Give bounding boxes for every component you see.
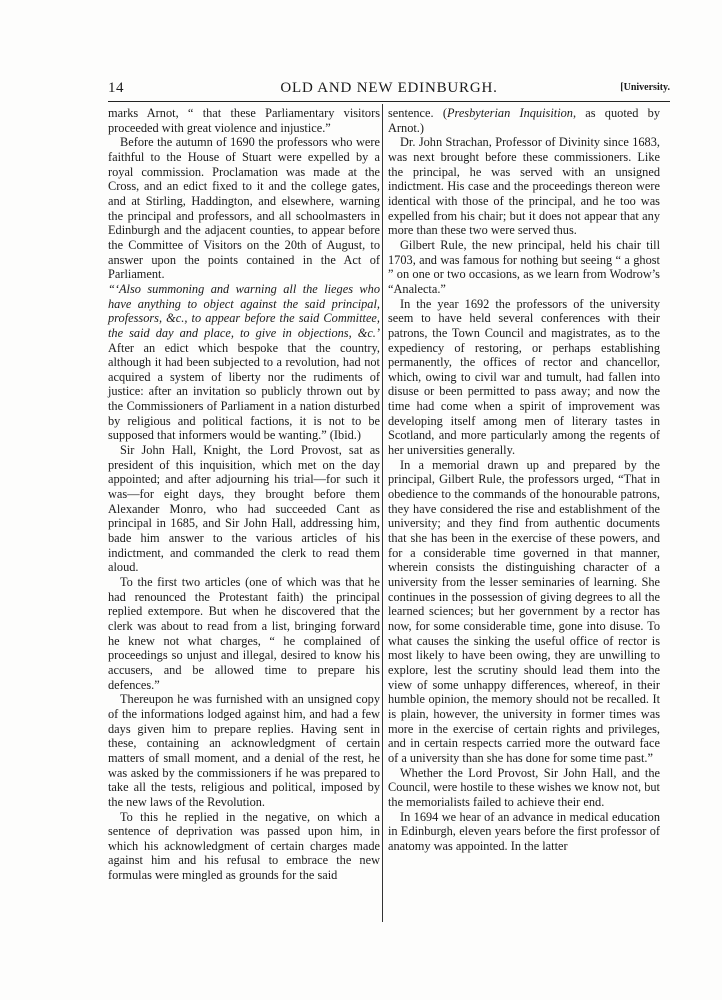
column-divider (382, 104, 383, 922)
text-run: sentence. ( (388, 106, 447, 120)
running-title: OLD AND NEW EDINBURGH. (280, 80, 498, 96)
page-header: 14 OLD AND NEW EDINBURGH. [University. (108, 80, 670, 100)
paragraph: marks Arnot, “ that these Parliamentary … (108, 106, 380, 135)
section-label: [University. (620, 82, 670, 93)
paragraph: Thereupon he was furnished with an unsig… (108, 692, 380, 809)
page-number: 14 (108, 80, 124, 96)
paragraph: In 1694 we hear of an advance in medical… (388, 809, 660, 853)
right-column: sentence. (Presbyterian Inquisition, as … (388, 106, 660, 853)
paragraph: Before the autumn of 1690 the professors… (108, 135, 380, 282)
book-title: Presbyterian Inquisition (446, 106, 573, 120)
text-run: , as quoted by Arnot.) (388, 106, 660, 135)
header-rule (108, 101, 670, 102)
paragraph: Dr. John Strachan, Professor of Divinity… (388, 135, 660, 238)
paragraph: Whether the Lord Provost, Sir John Hall,… (388, 765, 660, 809)
paragraph-quote: “‘Also summoning and warning all the lie… (108, 282, 380, 443)
paragraph: Sir John Hall, Knight, the Lord Provost,… (108, 443, 380, 575)
paragraph-continued: sentence. (Presbyterian Inquisition, as … (388, 106, 660, 135)
paragraph: To the first two articles (one of which … (108, 575, 380, 692)
paragraph: To this he replied in the negative, on w… (108, 809, 380, 883)
paragraph: Gilbert Rule, the new principal, held hi… (388, 237, 660, 296)
italic-quote: “‘Also summoning and warning all the lie… (108, 281, 380, 340)
left-column: marks Arnot, “ that these Parliamentary … (108, 106, 380, 883)
paragraph: In a memorial drawn up and prepared by t… (388, 457, 660, 765)
paragraph-continuation: After an edict which bespoke that the co… (108, 340, 380, 443)
paragraph: In the year 1692 the professors of the u… (388, 296, 660, 458)
